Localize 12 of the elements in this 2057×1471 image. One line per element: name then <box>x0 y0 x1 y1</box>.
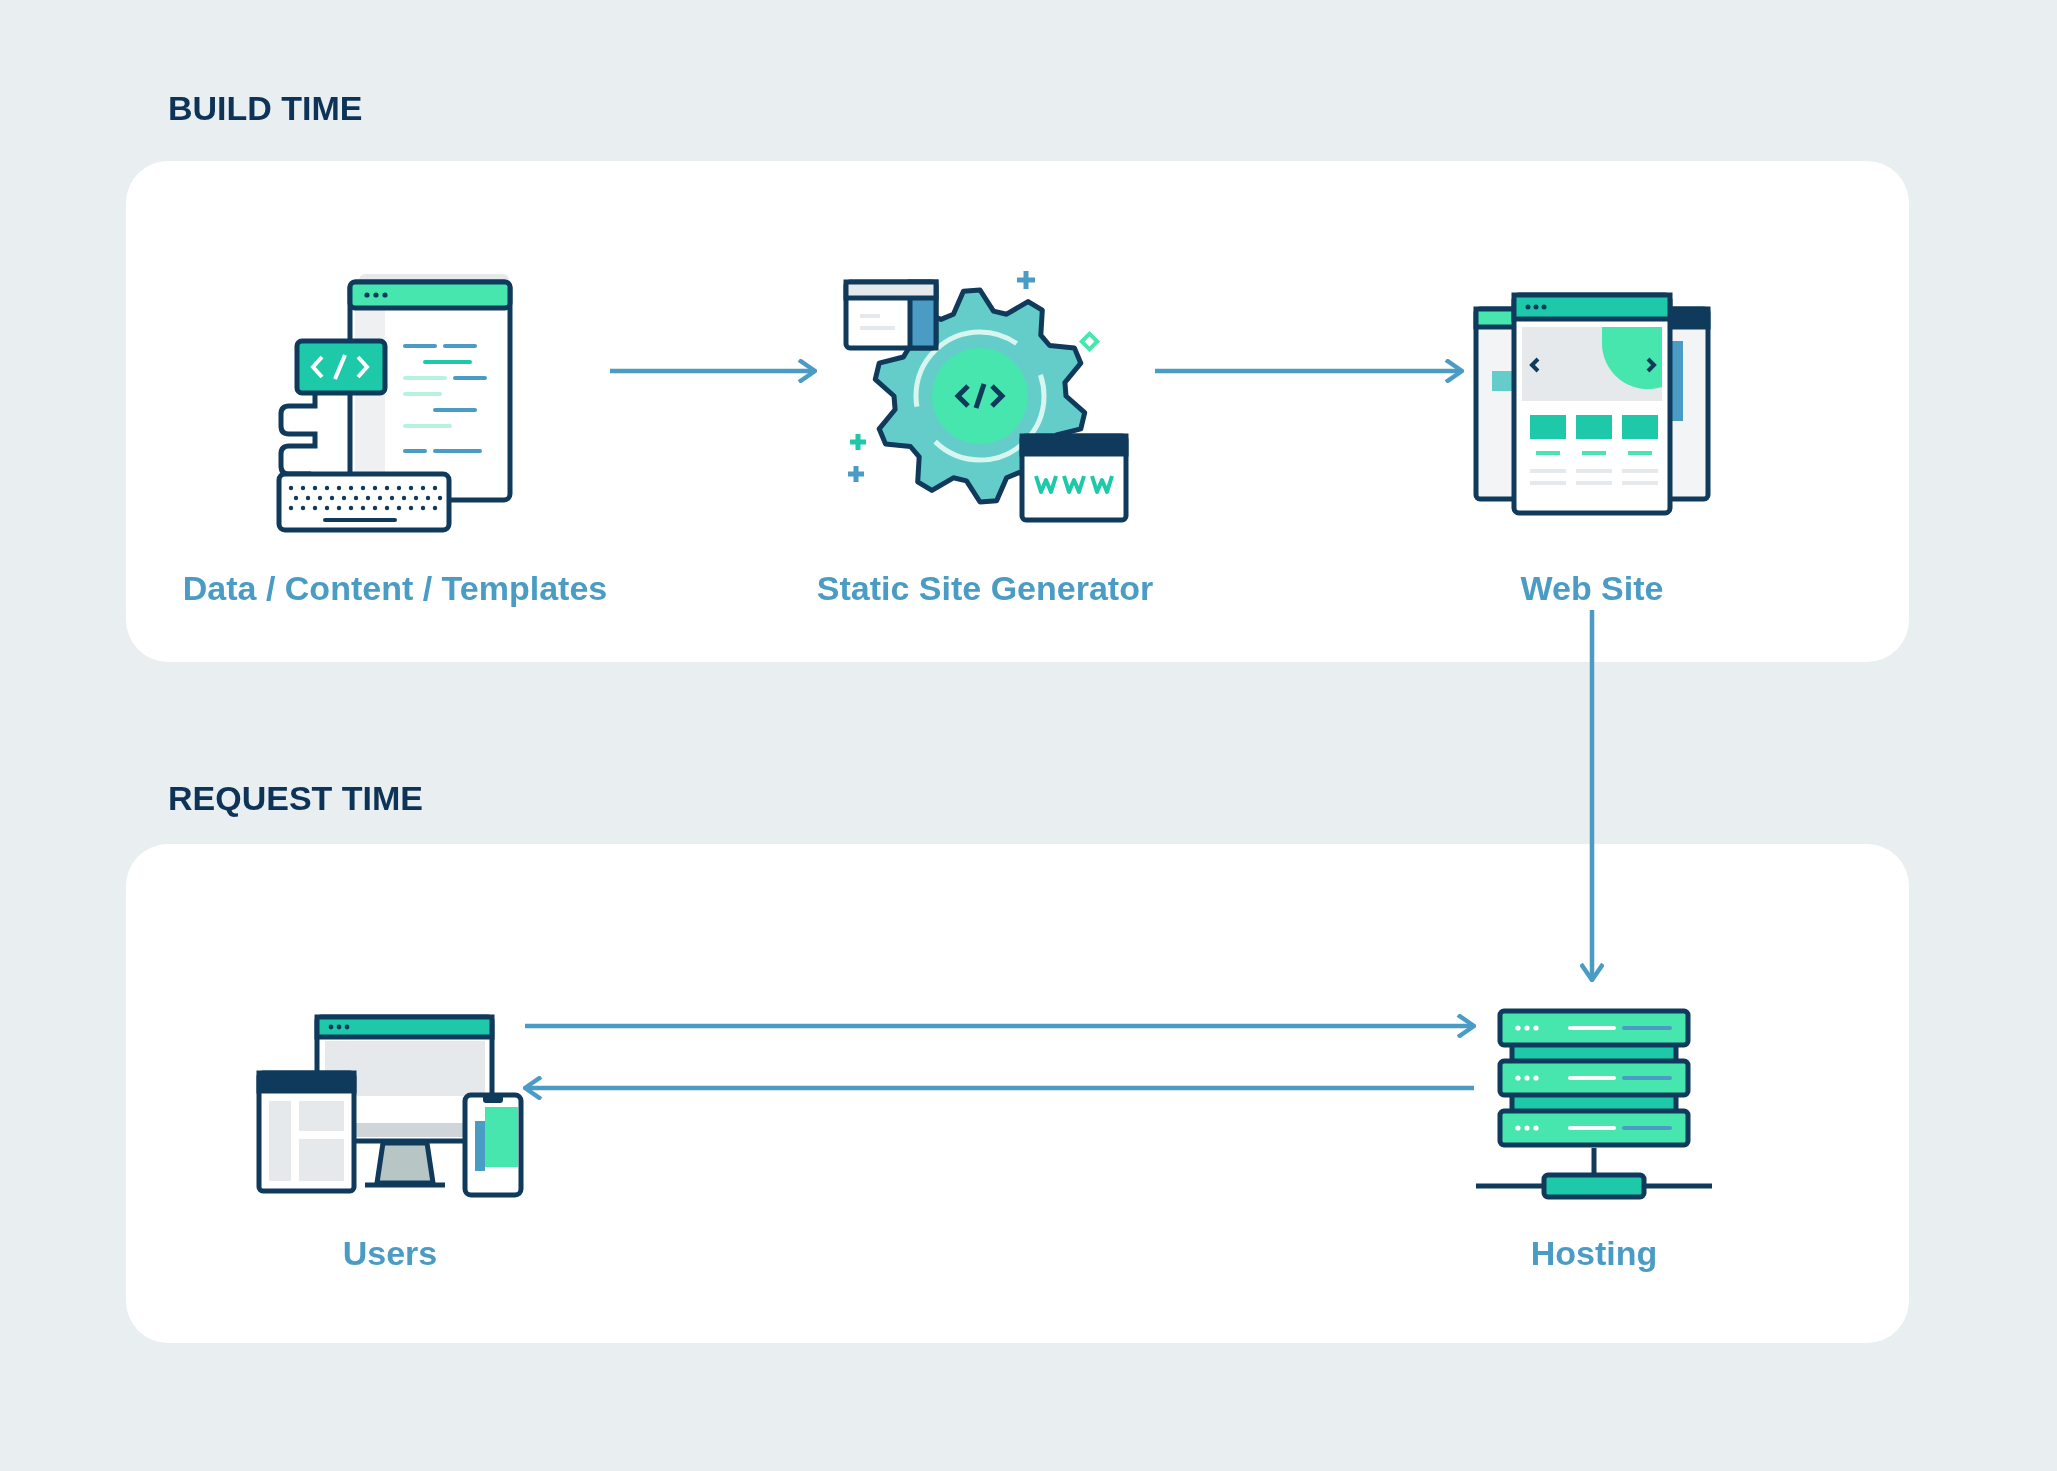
node-label: Web Site <box>1520 568 1664 609</box>
arrow <box>522 1074 1474 1102</box>
node-label: Data / Content / Templates <box>182 568 608 609</box>
arrow <box>1578 610 1606 983</box>
node-label: Static Site Generator <box>816 568 1154 609</box>
node-label: Users <box>342 1233 438 1274</box>
node-label: Hosting <box>1530 1233 1658 1274</box>
arrow <box>1155 357 1465 385</box>
section-heading: BUILD TIME <box>168 88 363 129</box>
arrow <box>525 1012 1477 1040</box>
section-heading: REQUEST TIME <box>168 778 424 819</box>
arrow <box>610 357 818 385</box>
